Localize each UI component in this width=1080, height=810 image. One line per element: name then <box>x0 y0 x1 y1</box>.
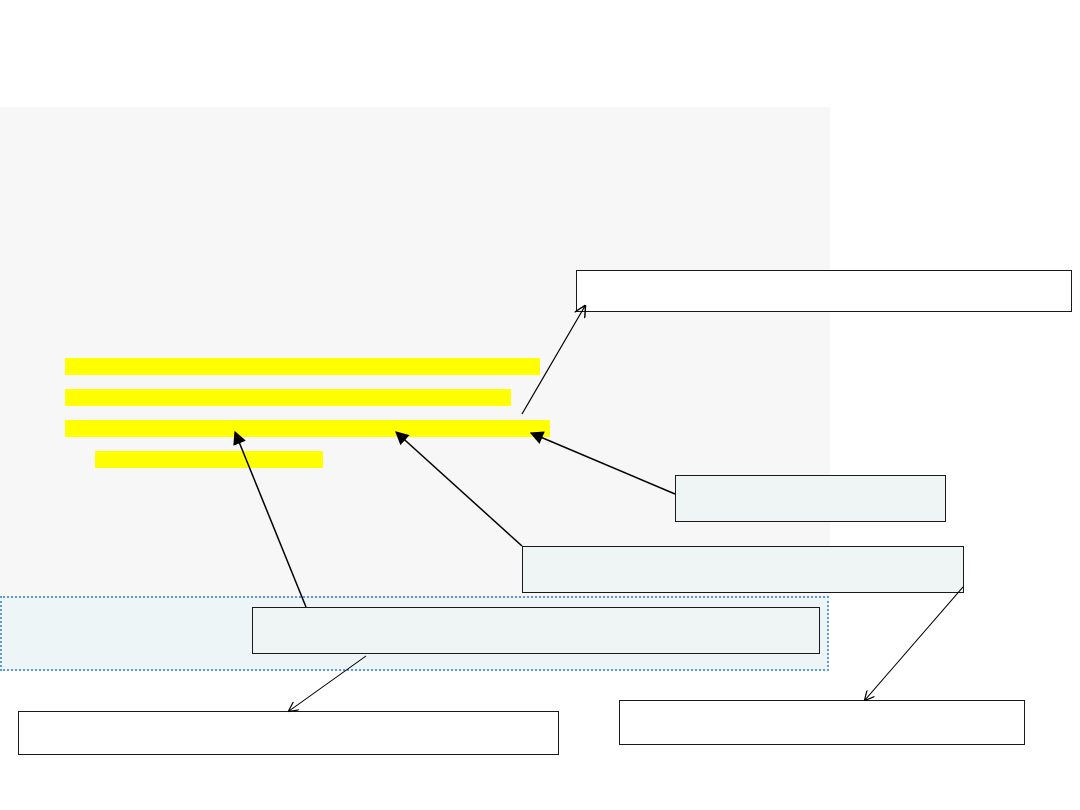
callout-middle-right <box>675 475 946 522</box>
document-panel <box>0 107 830 597</box>
callout-bottom-right <box>619 700 1025 745</box>
callout-top-right <box>576 270 1072 312</box>
highlighted-line-4 <box>95 451 323 468</box>
callout-center <box>522 546 964 593</box>
arrow-to-bottom-right-callout <box>865 586 964 700</box>
highlighted-line-2 <box>65 389 511 406</box>
highlighted-line-3 <box>65 420 550 437</box>
callout-bottom-left <box>18 711 559 755</box>
highlighted-line-1 <box>65 358 540 375</box>
callout-footer-inner <box>252 607 820 654</box>
